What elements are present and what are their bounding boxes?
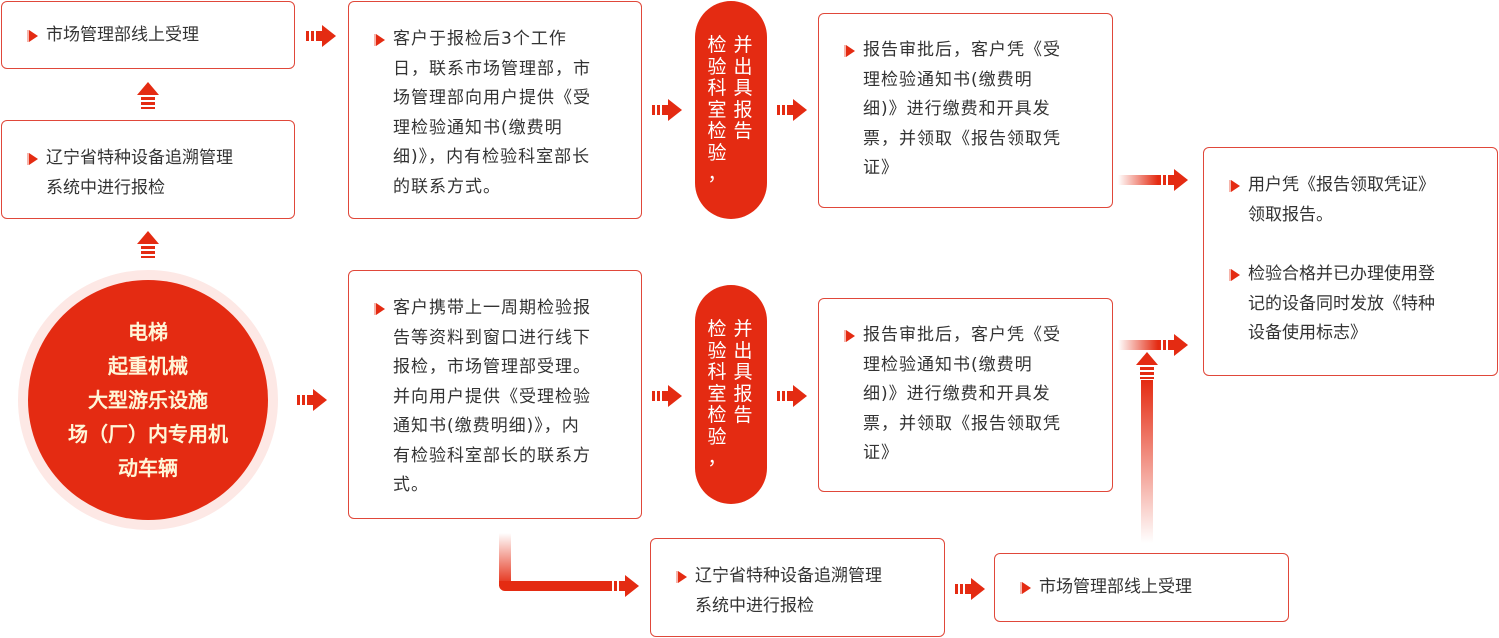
arrow-right-icon <box>652 99 682 121</box>
arrow-right-icon <box>297 389 327 411</box>
pill-right-column: 并出具报告 <box>733 34 753 142</box>
arrow-up-icon <box>137 231 159 259</box>
triangle-bullet-icon <box>1229 180 1240 192</box>
arrow-right-icon <box>652 385 682 407</box>
system-report-box-bottom: 辽宁省特种设备追溯管理 系统中进行报检 <box>650 538 945 637</box>
pill-left-column: 检验科室检验， <box>707 318 727 469</box>
box-text: 报告审批后，客户凭《受 理检验通知书(缴费明 细)》进行缴费和开具发 票，并领取… <box>863 325 1061 463</box>
triangle-bullet-icon <box>1020 582 1031 594</box>
triangle-bullet-icon <box>844 330 855 342</box>
arrow-right-icon <box>777 99 807 121</box>
triangle-bullet-icon <box>374 34 385 46</box>
final-item-1: 用户凭《报告领取凭证》 领取报告。 <box>1248 175 1435 225</box>
box-text: 报告审批后，客户凭《受 理检验通知书(缴费明 细)》进行缴费和开具发 票，并领取… <box>863 40 1061 178</box>
l-connector-vertical <box>499 533 511 586</box>
upper-step3-box: 报告审批后，客户凭《受 理检验通知书(缴费明 细)》进行缴费和开具发 票，并领取… <box>818 13 1113 208</box>
lower-step3-box: 报告审批后，客户凭《受 理检验通知书(缴费明 细)》进行缴费和开具发 票，并领取… <box>818 298 1113 492</box>
l-connector-horizontal <box>499 581 609 591</box>
triangle-bullet-icon <box>374 303 385 315</box>
arrow-up-icon <box>1136 352 1158 380</box>
box-text: 辽宁省特种设备追溯管理 系统中进行报检 <box>695 566 882 616</box>
system-report-box-left: 辽宁省特种设备追溯管理 系统中进行报检 <box>1 120 295 219</box>
box-text: 辽宁省特种设备追溯管理 系统中进行报检 <box>46 148 233 198</box>
upper-step1-box: 客户于报检后3个工作 日，联系市场管理部，市 场管理部向用户提供《受 理检验通知… <box>348 1 642 219</box>
arrow-up-icon <box>137 82 159 110</box>
online-acceptance-box: 市场管理部线上受理 <box>1 1 295 69</box>
triangle-bullet-icon <box>27 30 38 42</box>
equipment-category-list: 电梯 起重机械 大型游乐设施 场（厂）内专用机 动车辆 <box>28 280 268 520</box>
fade-connector <box>1118 340 1158 350</box>
online-acceptance-box-bottom: 市场管理部线上受理 <box>994 553 1289 622</box>
box-text: 市场管理部线上受理 <box>1039 577 1192 597</box>
equipment-category-circle: 电梯 起重机械 大型游乐设施 场（厂）内专用机 动车辆 <box>18 270 278 530</box>
triangle-bullet-icon <box>676 571 687 583</box>
lower-step1-box: 客户携带上一周期检验报 告等资料到窗口进行线下 报检，市场管理部受理。 并向用户… <box>348 270 642 519</box>
arrow-right-icon <box>955 578 985 600</box>
arrow-right-icon <box>306 25 336 47</box>
arrow-right-icon <box>1158 169 1188 191</box>
arrow-right-icon <box>777 385 807 407</box>
fade-connector-vertical <box>1141 380 1153 543</box>
pill-right-column: 并出具报告 <box>733 318 753 426</box>
box-text: 客户于报检后3个工作 日，联系市场管理部，市 场管理部向用户提供《受 理检验通知… <box>393 29 591 197</box>
box-text: 客户携带上一周期检验报 告等资料到窗口进行线下 报检，市场管理部受理。 并向用户… <box>393 298 591 495</box>
arrow-right-icon <box>609 575 639 597</box>
report-collection-box: 用户凭《报告领取凭证》 领取报告。 检验合格并已办理使用登 记的设备同时发放《特… <box>1203 147 1498 376</box>
triangle-bullet-icon <box>27 153 38 165</box>
pill-left-column: 检验科室检验， <box>707 34 727 185</box>
arrow-right-icon <box>1158 334 1188 356</box>
box-text: 市场管理部线上受理 <box>46 25 199 45</box>
triangle-bullet-icon <box>844 45 855 57</box>
lower-inspection-pill: 检验科室检验， 并出具报告 <box>695 285 767 504</box>
upper-inspection-pill: 检验科室检验， 并出具报告 <box>695 1 767 219</box>
final-item-2: 检验合格并已办理使用登 记的设备同时发放《特种 设备使用标志》 <box>1248 264 1435 343</box>
triangle-bullet-icon <box>1229 269 1240 281</box>
fade-connector <box>1118 175 1158 185</box>
